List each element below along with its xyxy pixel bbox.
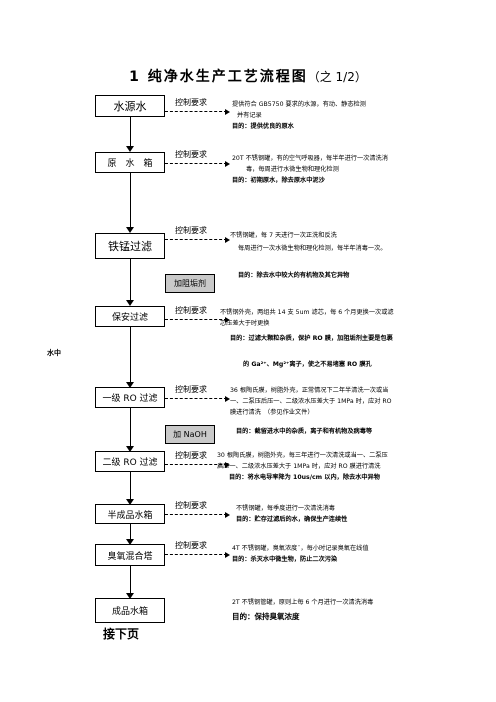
control-label: 控制要求 bbox=[175, 541, 207, 550]
control-label: 控制要求 bbox=[175, 451, 207, 460]
flow-arrow bbox=[126, 300, 134, 306]
step-description: 36 根陶氏膜，树脂外壳，正常情况下二年半清洗一次或当 一、二泵压后压一、二级浓… bbox=[230, 385, 392, 418]
step-box-raw-tank: 原 水 箱 bbox=[95, 152, 165, 173]
step-goal: 目的：初期原水，除去原水中泥沙 bbox=[232, 177, 325, 184]
flow-line bbox=[130, 117, 131, 147]
description-line: 不锈钢外壳，两组共 14 支 5um 滤芯，每 6 个月更换一次或滤 bbox=[220, 309, 394, 316]
step-description: 4T 不锈钢罐，臭氧浓度¨，每小时记录臭氧在线值 目的：杀灭水中微生物，防止二次… bbox=[232, 543, 369, 565]
control-arrow: 控制要求 bbox=[165, 450, 230, 468]
step-box-ozone-tower: 臭氧混合塔 bbox=[95, 544, 165, 566]
description-line: 30 根陶氏膜，树脂外壳，每三年进行一次清洗或当一、二泵压 bbox=[217, 452, 388, 459]
flow-arrow bbox=[126, 382, 134, 388]
step-goal: 目的：过滤大颗粒杂质，保护 RO 膜，加阻垢剂主要是包裹 bbox=[230, 335, 393, 342]
description-line: 不锈钢罐，每季度进行一次清洗消毒 bbox=[236, 505, 335, 512]
step-goal: 目的：贮存过滤后的水，确保生产连续性 bbox=[236, 516, 348, 523]
control-label: 控制要求 bbox=[175, 306, 207, 315]
page-title: 1 纯净水生产工艺流程图（之 1/2） bbox=[0, 66, 496, 86]
flow-line bbox=[130, 472, 131, 499]
step-box-semi-product-tank: 半成品水箱 bbox=[95, 504, 165, 524]
continue-next-page: 接下页 bbox=[103, 627, 140, 641]
control-label: 控制要求 bbox=[175, 226, 207, 235]
step-description: 30 根陶氏膜，树脂外壳，每三年进行一次清洗或当一、二泵压 启压一、二级浓水压差… bbox=[217, 450, 388, 483]
control-arrow: 控制要求 bbox=[165, 384, 230, 402]
control-label: 控制要求 bbox=[175, 98, 207, 107]
control-arrow: 控制要求 bbox=[165, 149, 230, 167]
step-goal: 目的：保持臭氧浓度 bbox=[232, 612, 300, 621]
flow-line bbox=[130, 327, 131, 382]
step-description: 不锈钢罐，每 7 天进行一次正洗和反洗 每周进行一次水微生物和理化检测，每半年消… bbox=[230, 229, 387, 255]
title-sub: （之 1/2） bbox=[307, 70, 367, 84]
control-arrow: 控制要求 bbox=[165, 305, 230, 323]
description-line: 2T 不锈钢管罐，原则上每 6 个月进行一次清洗消毒 bbox=[232, 599, 374, 606]
additive-naoh: 加 NaOH bbox=[165, 425, 215, 444]
description-line: 提供符合 GB5750 要求的水源，有动、静态检测 bbox=[232, 101, 366, 108]
flow-arrow bbox=[126, 227, 134, 233]
description-line: 芯压差大于时更换 bbox=[220, 320, 270, 327]
additive-antiscalant: 加阻垢剂 bbox=[165, 274, 215, 293]
description-line: 4T 不锈钢罐，臭氧浓度¨，每小时记录臭氧在线值 bbox=[232, 545, 369, 552]
control-arrow: 控制要求 bbox=[165, 225, 230, 243]
control-arrow: 控制要求 bbox=[165, 500, 230, 518]
step-box-iron-manganese-filter: 铁锰过滤 bbox=[95, 233, 165, 259]
step-goal: 目的：截留进水中的杂质，离子和有机物及病毒等 bbox=[236, 428, 373, 435]
control-arrow: 控制要求 bbox=[165, 97, 230, 115]
flow-line bbox=[130, 173, 131, 227]
flow-arrow bbox=[126, 593, 134, 599]
description-line: 20T 不锈钢罐，有的空气呼吸器，每半年进行一次清洗消 bbox=[232, 155, 388, 162]
step-description: 2T 不锈钢管罐，原则上每 6 个月进行一次清洗消毒 目的：保持臭氧浓度 bbox=[232, 596, 373, 624]
control-label: 控制要求 bbox=[175, 385, 207, 394]
flow-arrow bbox=[126, 446, 134, 452]
step-description: 提供符合 GB5750 要求的水源，有动、静态检测 并有记录 目的：提供优良的原… bbox=[232, 99, 366, 132]
description-line: 一、二泵压后压一、二级浓水压差大于 1MPa 时，应对 RO bbox=[230, 398, 392, 405]
step-box-source-water: 水源水 bbox=[95, 95, 165, 117]
control-label: 控制要求 bbox=[175, 501, 207, 510]
description-line: 并有记录 bbox=[237, 112, 262, 119]
control-arrow: 控制要求 bbox=[165, 540, 230, 558]
description-line: 每周进行一次水微生物和理化检测，每半年消毒一次。 bbox=[238, 245, 387, 252]
description-line: 毒，每周进行水微生物和理化检测 bbox=[246, 166, 339, 173]
step-box-ro-stage-1: 一级 RO 过滤 bbox=[95, 387, 165, 408]
step-box-security-filter: 保安过滤 bbox=[95, 306, 165, 327]
step-goal: 目的：除去水中较大的有机物及其它异物 bbox=[238, 272, 350, 279]
step-goal: 目的：杀灭水中微生物，防止二次污染 bbox=[232, 556, 338, 563]
flow-line bbox=[130, 566, 131, 593]
step-description: 不锈钢罐，每季度进行一次清洗消毒 目的：贮存过滤后的水，确保生产连续性 bbox=[236, 503, 347, 525]
side-note: 水中 bbox=[47, 349, 61, 357]
description-line: 膜进行清洗 （参见作业文件） bbox=[230, 409, 314, 416]
flow-line bbox=[130, 524, 131, 539]
description-line: 不锈钢罐，每 7 天进行一次正洗和反洗 bbox=[230, 232, 337, 239]
step-goal-continued: 的 Ga²⁺、Mg²⁺离子，使之不易堵塞 RO 膜孔 bbox=[243, 361, 372, 368]
step-box-ro-stage-2: 二级 RO 过滤 bbox=[95, 451, 165, 472]
step-goal: 目的：将水电导率降为 10us/cm 以内，除去水中异物 bbox=[229, 474, 380, 481]
flow-line bbox=[130, 408, 131, 446]
step-box-product-tank: 成品水箱 bbox=[95, 598, 165, 623]
step-goal: 目的：提供优良的原水 bbox=[232, 123, 294, 130]
flow-arrow bbox=[126, 499, 134, 505]
flow-arrow bbox=[126, 146, 134, 152]
flow-arrow bbox=[126, 539, 134, 545]
step-description: 不锈钢外壳，两组共 14 支 5um 滤芯，每 6 个月更换一次或滤 芯压差大于… bbox=[220, 307, 394, 329]
description-line: 36 根陶氏膜，树脂外壳，正常情况下二年半清洗一次或当 bbox=[230, 387, 389, 394]
flow-line bbox=[130, 259, 131, 301]
description-line: 启压一、二级浓水压差大于 1MPa 时，应对 RO 膜进行清洗 bbox=[217, 463, 381, 470]
control-label: 控制要求 bbox=[175, 150, 207, 159]
title-main: 1 纯净水生产工艺流程图 bbox=[129, 69, 308, 85]
step-description: 20T 不锈钢罐，有的空气呼吸器，每半年进行一次清洗消 毒，每周进行水微生物和理… bbox=[232, 153, 388, 186]
